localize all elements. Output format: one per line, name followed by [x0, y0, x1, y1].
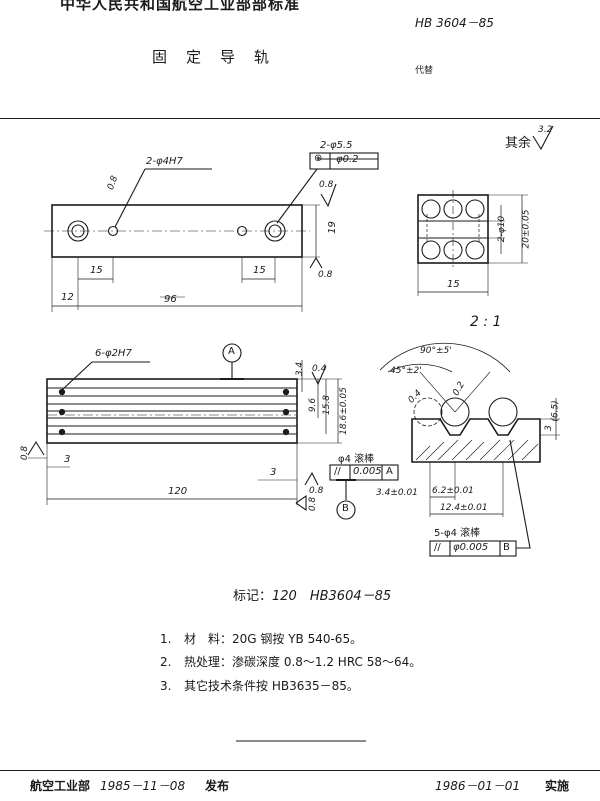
note-text: 其它技术条件按 HB3635－85。	[184, 679, 359, 693]
parallelism-frame-a	[329, 464, 399, 481]
standard-number: HB 3604－85	[415, 16, 494, 30]
hole-left	[107, 225, 119, 237]
parallelism-tol-b: φ0.005	[453, 542, 489, 553]
pin-hole-label: 6-φ2H7	[95, 348, 132, 359]
roughness-08-bottom: 0.8	[308, 496, 319, 512]
parallelism-datum-b: B	[503, 542, 510, 553]
note-2: 2. 热处理：渗碳深度 0.8～1.2 HRC 58～64。	[160, 653, 421, 670]
dim-height-19: 19	[326, 221, 338, 234]
roughness-04: 0.4	[312, 364, 327, 374]
roughness-08-left: 0.8	[20, 445, 31, 461]
datum-b-label: B	[342, 503, 349, 514]
parallelism-datum-a: A	[386, 466, 393, 477]
detail-profile	[411, 418, 541, 463]
ball-label: φ4 滚棒	[338, 454, 375, 465]
note-number: 2.	[160, 655, 172, 669]
note-1: 1. 材 料：20G 钢按 YB 540-65。	[160, 630, 362, 647]
dim-15-side: 15	[447, 279, 460, 290]
position-symbol: ⊕	[314, 153, 323, 164]
parallelism-tol-a: 0.005	[353, 466, 382, 477]
dim-15-right: 15	[253, 265, 266, 276]
dim-18-6: 18.6±0.05	[338, 387, 349, 435]
parallelism-symbol-b: //	[434, 542, 441, 553]
dim-20: 20±0.05	[521, 209, 532, 249]
angle-90: 90°±5'	[420, 346, 452, 356]
roughness-08-right: 0.8	[309, 486, 324, 496]
position-tolerance: φ0.2	[336, 154, 359, 165]
counterbore-right	[264, 220, 286, 242]
note-number: 3.	[160, 679, 172, 693]
replaces-label: 代替	[415, 66, 434, 76]
marking-label: 标记：	[233, 589, 273, 604]
marking-line: 标记：120 HB3604－85	[233, 585, 391, 604]
counterbore-left	[67, 220, 89, 242]
roughness-top-value: 0.8	[319, 180, 334, 190]
counterbore-callout-label: 2-φ5.5	[320, 140, 353, 151]
dim-2-phi10: 2-φ10	[497, 215, 508, 243]
standard-organization-title: 中华人民共和国航空工业部部标准	[60, 0, 301, 13]
dim-3-left: 3	[64, 454, 71, 465]
footer-issue-label: 发布	[205, 779, 230, 793]
footer-issue-date: 1985－11－08	[100, 779, 186, 793]
dim-3-4-detail: 3.4±0.01	[376, 488, 418, 498]
note-3: 3. 其它技术条件按 HB3635－85。	[160, 677, 359, 694]
note-text: 热处理：渗碳深度 0.8～1.2 HRC 58～64。	[184, 655, 422, 669]
surface-finish-symbol	[532, 125, 554, 151]
hole-right	[236, 225, 248, 237]
position-tolerance-frame	[309, 152, 379, 170]
footer-issuer: 航空工业部	[30, 779, 91, 793]
parallelism-symbol-a: //	[334, 466, 341, 477]
dim-3-4: 3.4	[295, 361, 306, 377]
hole-callout-label: 2-φ4H7	[146, 156, 183, 167]
marking-text: 120 HB3604－85	[272, 589, 392, 604]
angle-45: 45°±2'	[390, 366, 422, 376]
ball5-label: 5-φ4 滚棒	[434, 528, 481, 539]
header-rule	[0, 118, 600, 119]
surface-finish-label: 其余	[505, 136, 532, 151]
datum-b-circle	[336, 500, 356, 520]
note-number: 1.	[160, 632, 172, 646]
footer-rule	[0, 770, 600, 771]
footer-impl-date: 1986－01－01	[435, 779, 521, 793]
dim-9-6: 9.6	[308, 397, 319, 413]
dim-6-2: 6.2±0.01	[432, 486, 474, 496]
dim-120: 120	[168, 486, 188, 497]
dim-15-left: 15	[90, 265, 103, 276]
footer-impl-label: 实施	[545, 779, 570, 793]
note-text: 材 料：20G 钢按 YB 540-65。	[184, 632, 363, 646]
dim-12: 12	[61, 292, 74, 303]
dim-12-4: 12.4±0.01	[440, 503, 488, 513]
surface-finish-value: 3.2	[538, 125, 553, 135]
roughness-bottom-value: 0.8	[318, 270, 333, 280]
dim-96: 96	[164, 294, 177, 305]
scale-label: 2 : 1	[470, 314, 502, 330]
dim-15-8: 15.8	[322, 394, 333, 416]
part-name-title: 固 定 导 轨	[152, 48, 272, 66]
datum-a-label: A	[228, 346, 235, 357]
dim-3-detail: 3	[543, 425, 554, 431]
dim-3-right: 3	[270, 467, 277, 478]
dim-6-5: (6.5)	[550, 400, 561, 422]
